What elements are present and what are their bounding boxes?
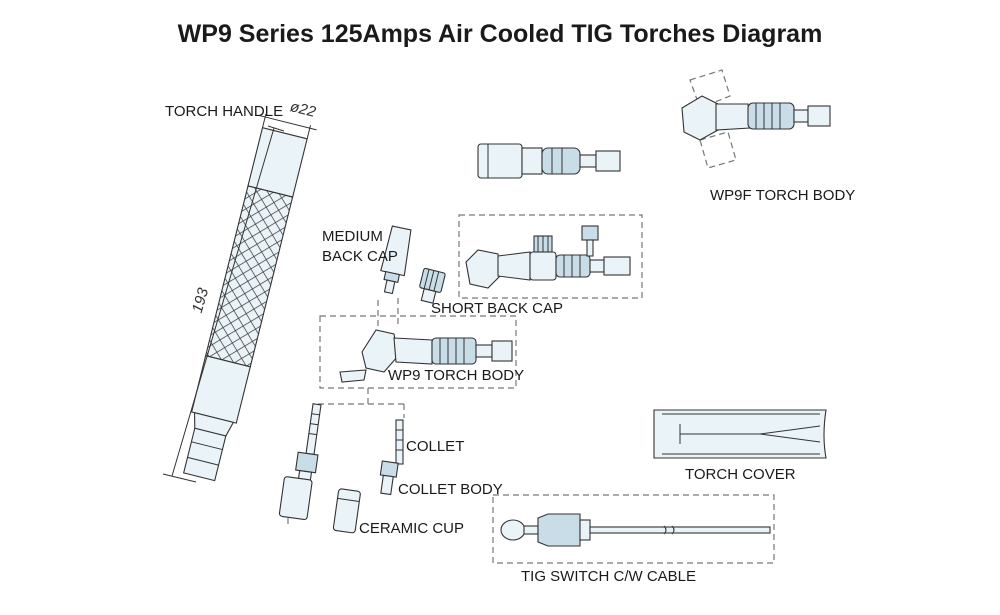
valve-torch-body xyxy=(465,225,631,289)
wp9-torch-body-label: WP9 TORCH BODY xyxy=(388,367,525,384)
collet-body xyxy=(379,460,399,496)
length-dimension xyxy=(162,125,285,483)
medium-back-cap-label-line2: BACK CAP xyxy=(322,248,398,265)
diagram-title: WP9 Series 125Amps Air Cooled TIG Torche… xyxy=(177,20,823,48)
collet-label: COLLET xyxy=(406,438,465,455)
torch-cover-label: TORCH COVER xyxy=(685,466,796,483)
collet xyxy=(395,419,404,465)
short-back-cap xyxy=(419,267,446,304)
collet-body-label: COLLET BODY xyxy=(398,481,503,498)
torch-cover xyxy=(653,409,827,459)
medium-back-cap-label-line1: MEDIUM xyxy=(322,228,383,245)
short-back-cap-label: SHORT BACK CAP xyxy=(431,300,563,317)
wp9-torch-body-frame xyxy=(319,315,517,389)
ceramic-cup-label: CERAMIC CUP xyxy=(359,520,465,537)
torch-handle-label: TORCH HANDLE xyxy=(165,103,284,120)
medium-back-cap xyxy=(380,225,412,295)
collet-left xyxy=(295,403,322,481)
valve-torch-body-frame xyxy=(458,214,643,299)
tig-switch-frame xyxy=(492,494,775,564)
ceramic-cup xyxy=(332,488,361,534)
straight-torch-body xyxy=(477,143,621,179)
tig-switch-cable xyxy=(500,513,771,547)
torch-handle xyxy=(182,113,317,482)
tig-switch-cable-label: TIG SWITCH C/W CABLE xyxy=(521,568,697,585)
ceramic-cup-left xyxy=(278,476,313,521)
wp9f-torch-body-label: WP9F TORCH BODY xyxy=(710,187,856,204)
wp9f-torch-body xyxy=(681,69,831,169)
wp9-torch-body xyxy=(339,329,513,383)
